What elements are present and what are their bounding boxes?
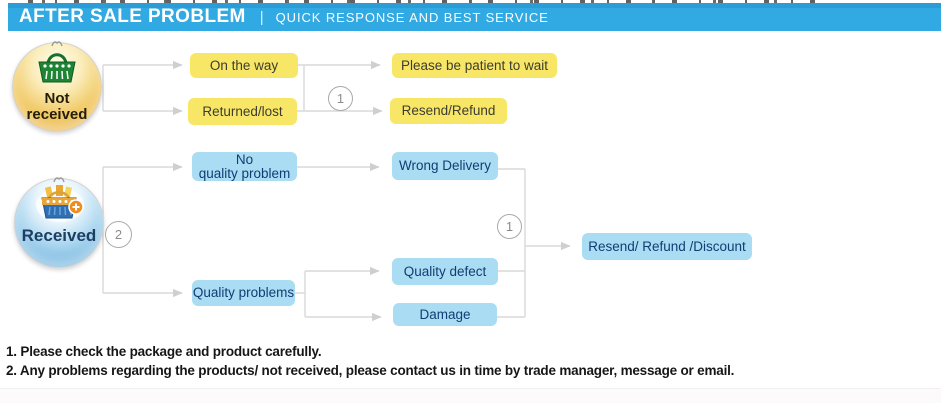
gold-basket-icon (36, 185, 84, 222)
box-returned-lost: Returned/lost (188, 98, 297, 125)
received-label: Received (21, 225, 97, 245)
page-title: AFTER SALE PROBLEM (19, 6, 246, 27)
box-be-patient: Please be patient to wait (392, 53, 557, 78)
box-on-the-way-label: On the way (209, 57, 279, 73)
footer-notes: 1. Please check the package and product … (6, 344, 936, 382)
box-wrong-delivery: Wrong Delivery (392, 152, 498, 180)
badge-step-1-right: 1 (497, 214, 522, 239)
hook-clasp-icon (53, 177, 65, 183)
badge-step-1-top-label: 1 (336, 91, 345, 106)
header-subtitle: QUICK RESPONSE AND BEST SERVICE (275, 9, 549, 25)
badge-step-1-top: 1 (328, 86, 353, 111)
box-wrong-delivery-label: Wrong Delivery (398, 158, 492, 173)
badge-step-2: 2 (105, 221, 132, 248)
badge-step-1-right-label: 1 (505, 219, 514, 234)
note-line-2: 2. Any problems regarding the products/ … (6, 363, 735, 378)
box-no-quality-line1: No (235, 151, 254, 167)
header-bar: AFTER SALE PROBLEM | QUICK RESPONSE AND … (8, 3, 941, 31)
box-resend-refund-discount-label: Resend/ Refund /Discount (588, 238, 746, 254)
bottom-strip (0, 388, 941, 403)
box-resend-refund-discount: Resend/ Refund /Discount (582, 233, 752, 260)
cropped-text-fragments (28, 0, 818, 3)
box-quality-defect: Quality defect (392, 258, 498, 285)
badge-step-2-label: 2 (114, 227, 123, 242)
note-line-1: 1. Please check the package and product … (6, 344, 322, 359)
box-quality-problems: Quality problems (192, 280, 295, 306)
box-resend-refund: Resend/Refund (390, 98, 507, 124)
box-returned-lost-label: Returned/lost (202, 103, 283, 119)
box-damage-label: Damage (419, 306, 471, 322)
received-node: Received (14, 177, 104, 268)
header-separator: | (259, 8, 264, 26)
box-quality-defect-label: Quality defect (403, 263, 487, 279)
box-resend-refund-label: Resend/Refund (401, 103, 496, 118)
box-no-quality-line2: quality problem (198, 165, 291, 181)
box-quality-problems-label: Quality problems (192, 285, 295, 300)
not-received-node: Not received (12, 41, 102, 132)
hook-clasp-icon (51, 41, 63, 47)
box-be-patient-label: Please be patient to wait (400, 57, 549, 73)
box-damage: Damage (393, 303, 497, 326)
box-no-quality-problem: No quality problem (192, 152, 297, 181)
not-received-label: Not received (26, 90, 88, 124)
box-on-the-way: On the way (190, 53, 298, 78)
green-basket-icon (38, 53, 76, 83)
